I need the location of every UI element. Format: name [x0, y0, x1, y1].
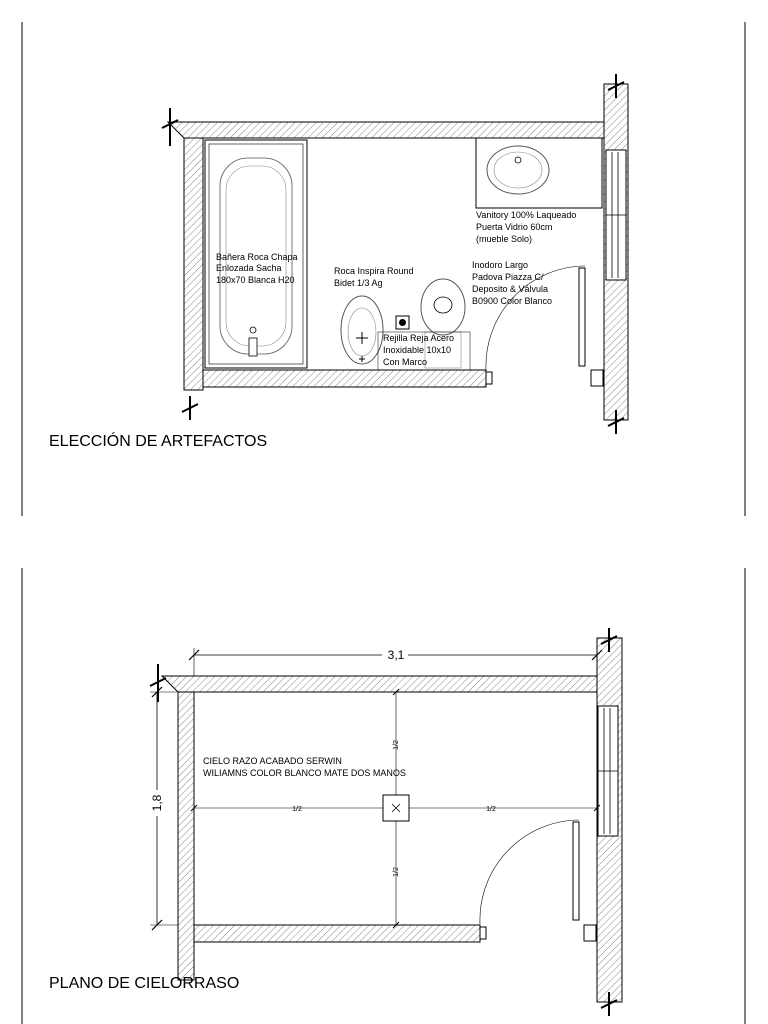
bathtub-label: Bañera Roca Chapa Enlozada Sacha 180x70 … — [216, 252, 300, 285]
door-swing — [485, 265, 586, 371]
toilet — [420, 278, 466, 336]
wall-bottom — [193, 924, 481, 943]
break-mark — [161, 108, 179, 146]
bidet — [340, 295, 384, 365]
break-mark — [607, 410, 625, 434]
dimension-width: 3,1 — [388, 648, 405, 662]
plan-fixtures: Bañera Roca Chapa Enlozada Sacha 180x70 … — [49, 74, 629, 450]
half-right: 1/2 — [486, 806, 496, 813]
plan-ceiling: 3,1 1,8 1/2 1/2 1/2 1/2 CIELO RAZO ACABA… — [49, 628, 623, 1016]
break-mark — [600, 628, 618, 652]
vanity-label: Vanitory 100% Laqueado Puerta Vidrio 60c… — [476, 210, 579, 244]
half-left: 1/2 — [292, 806, 302, 813]
wall-top — [160, 675, 598, 693]
break-mark — [149, 664, 167, 702]
wall-top — [166, 121, 605, 139]
break-mark — [607, 74, 625, 98]
grate-label: Rejilla Reja Acero Inoxidable 10x10 Con … — [383, 333, 457, 367]
half-bottom: 1/2 — [393, 867, 400, 877]
wall-bottom — [202, 369, 487, 388]
door-swing — [479, 819, 580, 925]
break-mark — [181, 396, 199, 420]
door-leaf — [578, 267, 586, 367]
wall-left — [177, 691, 195, 981]
sink — [486, 145, 550, 195]
door-leaf — [572, 821, 580, 921]
dimension-height: 1,8 — [150, 794, 164, 811]
vanity — [475, 137, 603, 209]
wall-left — [183, 137, 204, 391]
toilet-label: Inodoro Largo Padova Piazza C/ Deposito … — [472, 260, 552, 306]
ceiling-note: CIELO RAZO ACABADO SERWIN WILIAMNS COLOR… — [203, 756, 406, 778]
plan-title-ceiling: PLANO DE CIELORRASO — [49, 975, 239, 992]
plan-title-fixtures: ELECCIÓN DE ARTEFACTOS — [49, 431, 267, 450]
break-mark — [600, 992, 618, 1016]
half-top: 1/2 — [393, 740, 400, 750]
bidet-label: Roca Inspira Round Bidet 1/3 Ag — [334, 266, 416, 288]
